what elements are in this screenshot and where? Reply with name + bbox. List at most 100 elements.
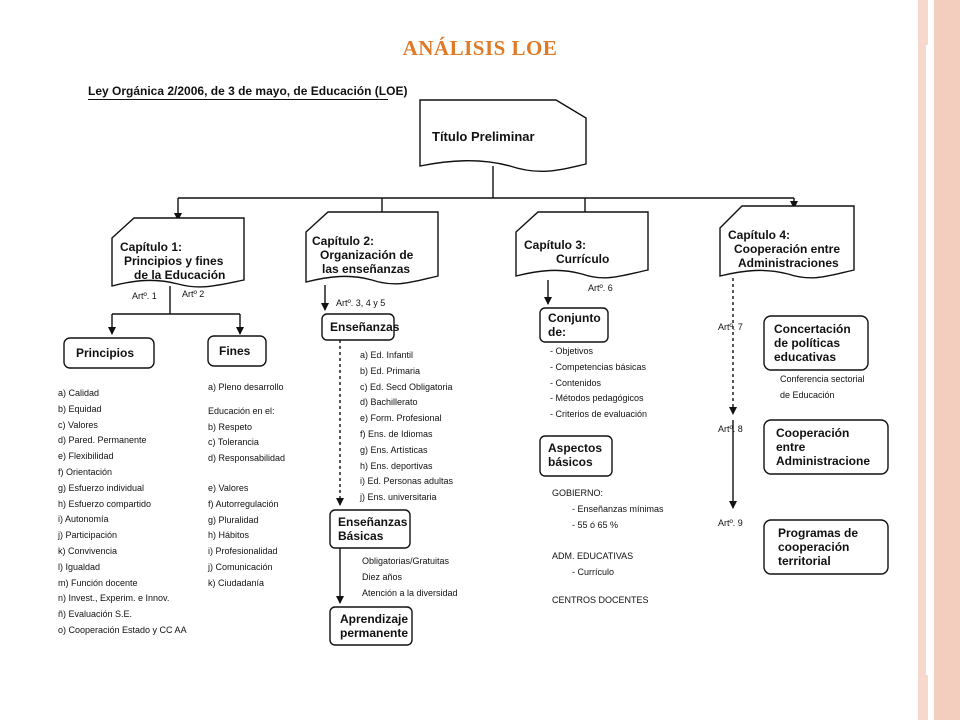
list-item: l) Igualdad [58,561,101,572]
article-1-label: Artº. 1 [132,291,157,301]
list-item: ADM. EDUCATIVAS [552,551,634,562]
conjunto-label: Conjunto de: [548,311,601,339]
title-underline [88,99,388,100]
chapter-1-line2: Principios y fines [124,254,224,268]
chapter-3-line1: Capítulo 3: [524,238,586,252]
principios-label: Principios [76,346,135,360]
list-item: f) Autorregulación [208,498,279,509]
list-item: - Competencias básicas [550,361,647,372]
decorative-bar [926,45,930,675]
concertacion-box [763,315,869,371]
list-item: o) Cooperación Estado y CC AA [58,624,187,635]
list-item: j) Ens. universitaria [360,492,437,503]
aprendizaje-box [329,606,413,646]
list-item: j) Participación [58,530,118,541]
list-item: h) Ens. deportivas [360,460,433,471]
chapter-4-shape [719,205,855,279]
chapter-4-label: Capítulo 4: Cooperación entre Administra… [728,228,854,270]
article-9-label: Artº. 9 [718,518,743,528]
list-item: a) Pleno desarrollo [208,382,284,392]
cooperacion-line2: entre [776,440,806,454]
titulo-preliminar-label: Título Preliminar [432,129,535,144]
list-item: f) Ens. de Idiomas [360,428,433,439]
aspectos-line1: Aspectos [548,441,603,455]
concertacion-line1: Concertación [774,322,851,336]
document-title: Ley Orgánica 2/2006, de 3 de mayo, de Ed… [88,84,408,98]
chapter-2-shape [305,211,439,285]
concertacion-note-line2: de Educación [780,389,835,400]
article-345-label: Artº. 3, 4 y 5 [336,298,386,308]
list-item: GOBIERNO: [552,488,604,498]
list-item: b) Equidad [58,403,102,414]
list-item: i) Profesionalidad [208,546,278,557]
aspectos-label: Aspectos básicos [548,441,602,469]
aspectos-box [539,435,613,477]
list-item: - Enseñanzas mínimas [572,503,664,514]
list-item: f) Orientación [58,466,113,477]
list-item: - Objetivos [550,346,594,356]
cooperacion-line1: Cooperación [776,426,850,440]
article-6-label: Artº. 6 [588,283,613,293]
decorative-bar [934,0,960,720]
chapter-3-line2: Currículo [556,252,610,266]
list-item: k) Convivencia [58,545,118,556]
conjunto-list: - Objetivos - Competencias básicas - Con… [550,344,647,423]
list-item: - Currículo [572,567,615,578]
programas-line1: Programas de [778,526,859,540]
aprendizaje-line1: Aprendizaje [340,612,409,626]
aspectos-list: GOBIERNO: - Enseñanzas mínimas - 55 ó 65… [552,486,664,609]
list-item: d) Responsabilidad [208,453,286,464]
conjunto-line2: de: [548,325,566,339]
ensenanzas-box [321,313,395,341]
aprendizaje-line2: permanente [340,626,409,640]
chapter-2-line3: las enseñanzas [322,262,411,276]
list-item: n) Invest., Experim. e Innov. [58,593,170,604]
chapter-2-label: Capítulo 2: Organización de las enseñanz… [312,234,438,276]
list-item: a) Ed. Infantil [360,350,414,360]
article-2-label: Artº 2 [182,289,205,299]
principios-list: a) Calidad b) Equidad c) Valores d) Pare… [58,386,187,639]
programas-line2: cooperación [778,540,850,554]
list-item: i) Ed. Personas adultas [360,476,454,487]
programas-label: Programas de cooperación territorial [778,526,858,568]
list-item: k) Ciudadanía [208,577,265,588]
list-item: - Métodos pedagógicos [550,393,644,404]
fines-label: Fines [219,344,251,358]
decorative-bar [918,0,928,720]
article-8-label: Artº. 8 [718,424,743,434]
list-item: e) Form. Profesional [360,413,442,424]
list-item: c) Valores [58,419,98,430]
principios-box [63,337,155,369]
conjunto-line1: Conjunto [548,311,601,325]
list-item: Diez años [362,571,403,582]
chapter-1-label: Capítulo 1: Principios y fines de la Edu… [120,240,244,282]
basicas-line1: Enseñanzas [338,515,408,529]
list-item: ñ) Evaluación S.E. [58,609,133,620]
list-item: m) Función docente [58,577,138,588]
list-item: Educación en el: [208,405,275,416]
concertacion-label: Concertación de políticas educativas [774,322,851,364]
list-item: - Contenidos [550,377,602,388]
fines-list: a) Pleno desarrollo Educación en el: b) … [208,380,285,592]
chapter-4-line2: Cooperación entre [734,242,841,256]
basicas-box [329,509,411,549]
article-7-label: Artº. 7 [718,322,743,332]
list-item: - Criterios de evaluación [550,409,648,420]
list-item: g) Ens. Artísticas [360,444,428,455]
chapter-4-line1: Capítulo 4: [728,228,790,242]
chapter-2-line1: Capítulo 2: [312,234,374,248]
list-item: Obligatorias/Gratuitas [362,556,450,566]
concertacion-line2: de políticas [774,336,841,350]
list-item: g) Esfuerzo individual [58,482,145,493]
list-item: b) Ed. Primaria [360,365,421,376]
cooperacion-box [763,419,889,475]
list-item: - 55 ó 65 % [572,519,619,530]
list-item: e) Flexibilidad [58,451,114,462]
concertacion-note: Conferencia sectorial de Educación [780,372,865,404]
chapter-4-line3: Administraciones [738,256,839,270]
list-item: g) Pluralidad [208,514,259,525]
list-item: CENTROS DOCENTES [552,594,649,605]
list-item: c) Ed. Secd Obligatoria [360,381,453,392]
chapter-1-line3: de la Educación [134,268,226,282]
